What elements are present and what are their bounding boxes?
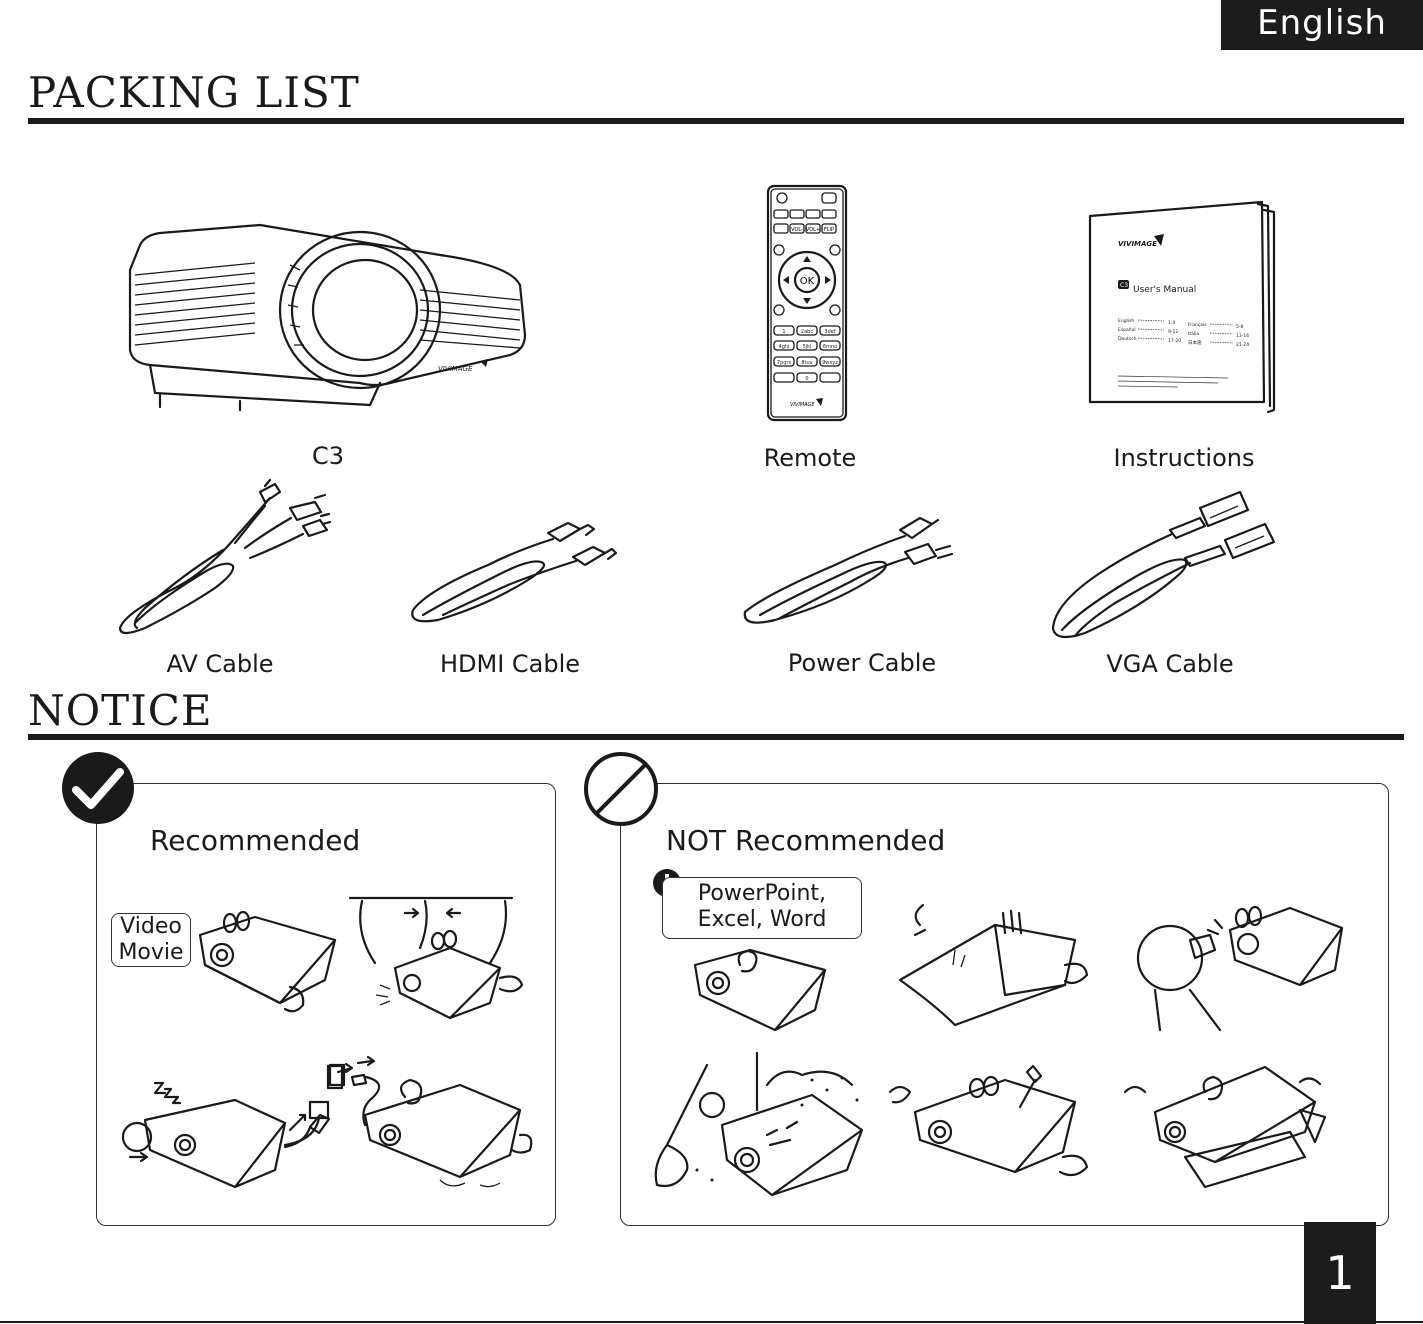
projector-screwdriver-illustration <box>888 1064 1089 1177</box>
remote-key-2: 2abc <box>801 329 813 335</box>
manual-brand: VIVIMAGE <box>1118 240 1157 248</box>
projector-dust-illustration <box>654 1051 864 1197</box>
remote-key-vol-plus: VOL+ <box>806 227 820 233</box>
remote-ok-key: OK <box>800 276 815 287</box>
bubble-line-movie: Movie <box>118 940 184 965</box>
packing-list-title: PACKING LIST <box>28 68 360 117</box>
remote-key-vol-minus: VOL- <box>791 227 803 233</box>
manual-pages-1: 9-12 <box>1168 329 1178 335</box>
adapter-illustration <box>283 1062 354 1147</box>
manual-lang-2: Deutsch <box>1118 336 1137 342</box>
packing-list-rule <box>28 118 1404 124</box>
caption-hdmi-cable: HDMI Cable <box>439 650 581 678</box>
manual-lang-0: English <box>1118 318 1134 324</box>
manual-pages-5: 21-24 <box>1236 342 1249 348</box>
projector-unplug-illustration <box>328 1055 533 1188</box>
remote-brand-mark: VIVIMAGE <box>790 402 815 408</box>
recommended-title: Recommended <box>150 824 361 857</box>
manual-lang-1: Español <box>1118 327 1136 333</box>
notice-rule <box>28 734 1404 740</box>
projector-eye-illustration <box>1136 905 1344 1032</box>
projector-sleep-illustration <box>121 1081 331 1189</box>
remote-key-9: 9wxyz <box>822 360 838 366</box>
projector-covered-illustration <box>898 903 1089 1027</box>
remote-key-3: 3def <box>824 329 835 335</box>
hdmi-cable-illustration <box>411 521 618 623</box>
remote-key-flip: FLIP <box>824 227 834 233</box>
av-cable-illustration <box>118 478 332 635</box>
remote-key-1: 1 <box>782 329 785 335</box>
manual-title: User's Manual <box>1133 285 1196 295</box>
manual-pages-3: 5-8 <box>1236 324 1243 330</box>
caption-power-cable: Power Cable <box>787 649 937 677</box>
manual-lang-5: 日本語 <box>1188 339 1202 346</box>
remote-key-5: 5jkl <box>803 344 812 350</box>
prohibited-icon <box>584 752 658 826</box>
language-tab: English <box>1221 0 1423 50</box>
manual-illustration: VIVIMAGE C3 User's Manual English 1-4 Es… <box>1088 200 1276 414</box>
manual-pages-4: 13-16 <box>1236 333 1249 339</box>
check-icon <box>62 752 134 824</box>
remote-key-8: 8tuv <box>801 360 812 366</box>
bubble-line-excel-word: Excel, Word <box>697 907 827 932</box>
notice-title: NOTICE <box>28 686 213 735</box>
remote-key-0: 0 <box>805 376 808 382</box>
bottom-rule <box>0 1321 1423 1323</box>
caption-vga-cable: VGA Cable <box>1106 650 1234 678</box>
manual-model: C3 <box>1120 282 1128 289</box>
remote-key-6: 6mno <box>823 344 837 350</box>
projector-brand-mark: VIVIMAGE <box>438 365 473 373</box>
projector-ventilation-illustration <box>348 896 524 1020</box>
not-recommended-panel <box>620 783 1389 1226</box>
bubble-line-powerpoint: PowerPoint, <box>697 881 827 906</box>
vga-cable-illustration <box>1051 490 1276 639</box>
remote-illustration: VOL- VOL+ FLIP OK 1 2abc 3def 4ghi 5jkl … <box>766 184 848 422</box>
manual-pages-2: 17-20 <box>1168 338 1181 344</box>
office-apps-bubble: PowerPoint, Excel, Word <box>662 877 862 939</box>
caption-instructions: Instructions <box>1113 444 1255 472</box>
caption-c3: C3 <box>311 442 345 470</box>
recommended-panel <box>96 783 556 1226</box>
bubble-line-video: Video <box>120 914 182 939</box>
manual-lang-4: Italia <box>1188 331 1199 337</box>
caption-av-cable: AV Cable <box>166 650 274 678</box>
projector-video-illustration <box>198 910 337 1013</box>
video-movie-bubble: Video Movie <box>111 913 191 967</box>
page-number: 1 <box>1304 1222 1376 1324</box>
projector-liquid-illustration <box>1123 1065 1327 1189</box>
projector-illustration: VIVIMAGE <box>128 223 527 412</box>
remote-key-4: 4ghi <box>779 344 790 350</box>
caption-remote: Remote <box>763 444 857 472</box>
power-cable-illustration <box>743 516 954 624</box>
not-recommended-title: NOT Recommended <box>666 824 946 857</box>
manual-pages-0: 1-4 <box>1168 320 1175 326</box>
projector-office-illustration <box>693 948 827 1032</box>
remote-key-7: 7pqrs <box>777 360 792 366</box>
manual-lang-3: Français <box>1188 322 1207 328</box>
